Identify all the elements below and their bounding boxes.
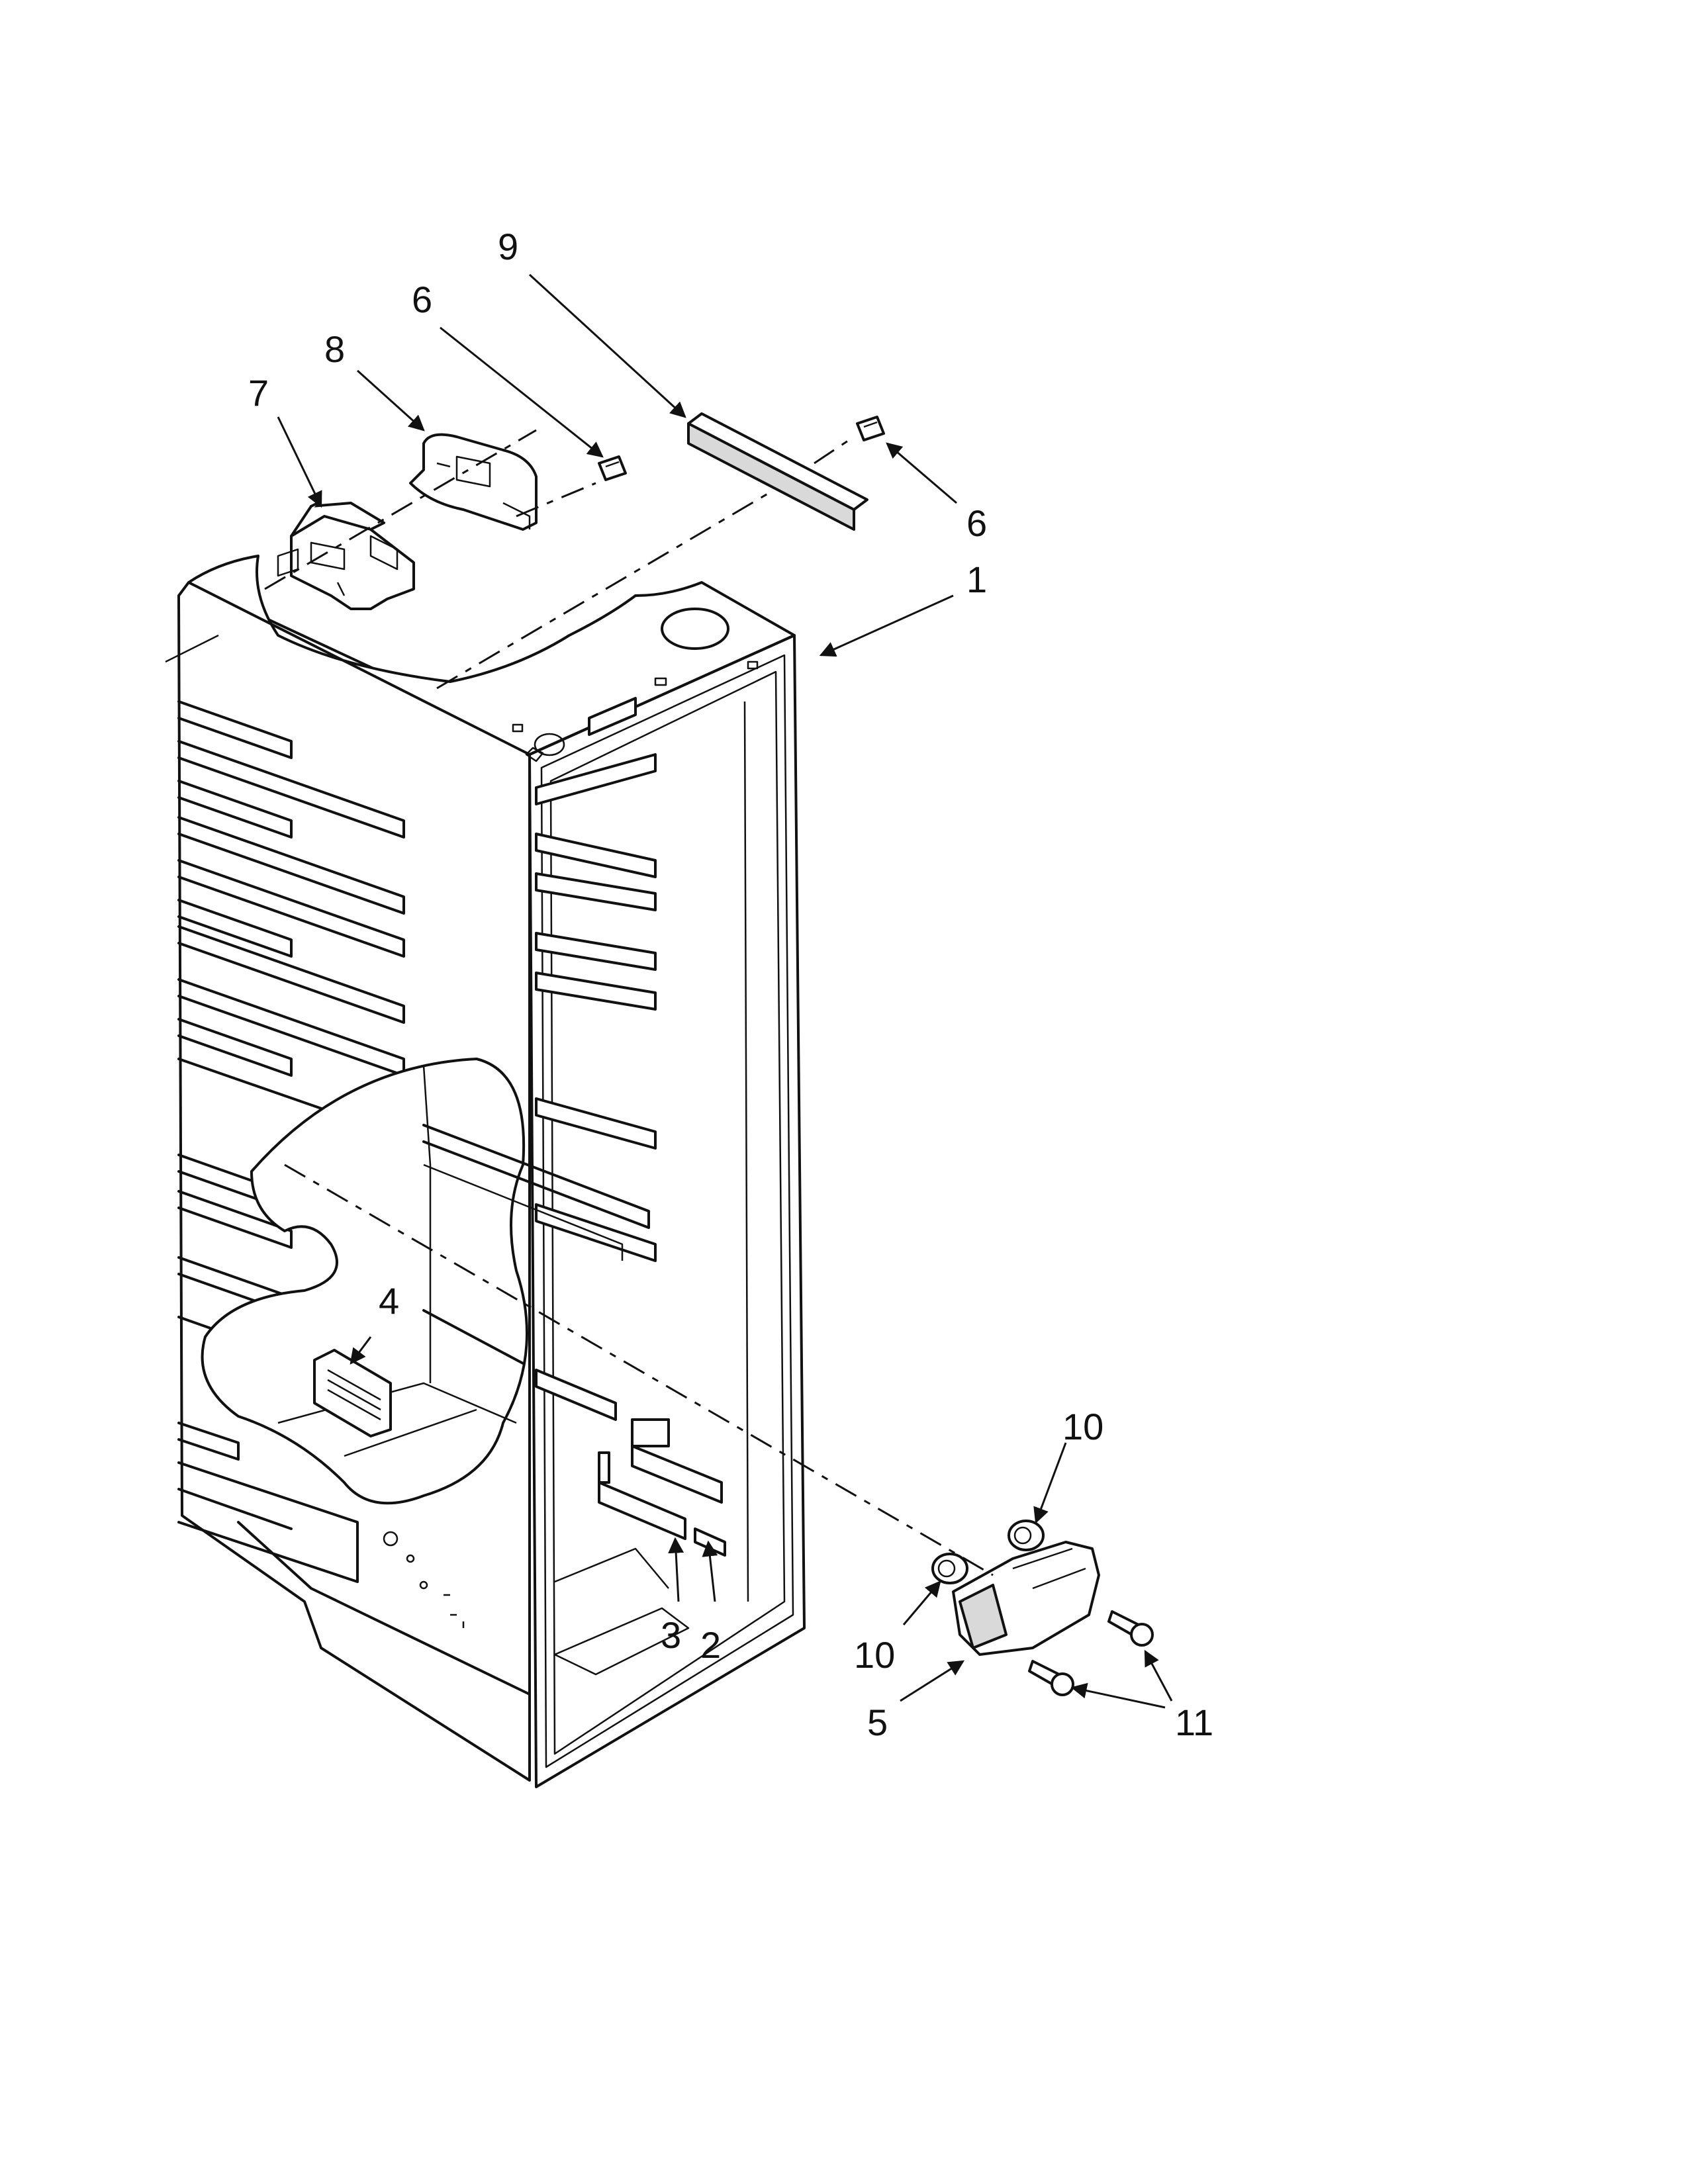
liner-assembly: [177, 555, 806, 1788]
part-10-grommet-top: [1008, 1520, 1045, 1551]
part-4-vent: [313, 1349, 392, 1437]
callout-8: 8: [324, 328, 345, 370]
part-10-grommet-bottom: [931, 1553, 968, 1584]
callout-11: 11: [1175, 1702, 1213, 1743]
callout-10-top: 10: [1062, 1406, 1103, 1447]
part-6-screw-right: [856, 416, 885, 441]
callout-6-top: 6: [412, 279, 432, 320]
callout-2: 2: [700, 1624, 721, 1666]
callout-6-right: 6: [966, 502, 987, 544]
callout-1: 1: [966, 559, 987, 600]
callout-10-bottom: 10: [854, 1634, 895, 1676]
callout-7: 7: [248, 372, 269, 414]
part-6-screw-left: [598, 455, 627, 481]
part-11-screw-top: [1107, 1610, 1154, 1647]
assembly-line-top: [436, 488, 775, 690]
part-9-rail: [687, 412, 868, 531]
part-8-bracket: [409, 433, 538, 531]
liner-front-frame-outer: [528, 634, 806, 1788]
callout-leaders: [277, 273, 1173, 1709]
callout-3: 3: [661, 1614, 681, 1656]
liner-front-frame-inner: [540, 654, 794, 1768]
callout-9: 9: [498, 226, 518, 267]
assembly-line-bottom: [284, 1163, 994, 1576]
part-7-control-housing: [277, 502, 415, 610]
inner-wall-shelf-ribs: [535, 753, 657, 1421]
callout-5: 5: [867, 1702, 888, 1743]
callout-labels: 9 6 8 7 6 1 4 3 2 10 10 5 11: [248, 226, 1213, 1743]
callout-4: 4: [379, 1280, 399, 1322]
part-11-screw-bottom: [1028, 1660, 1074, 1696]
part-5-housing: [952, 1541, 1100, 1656]
